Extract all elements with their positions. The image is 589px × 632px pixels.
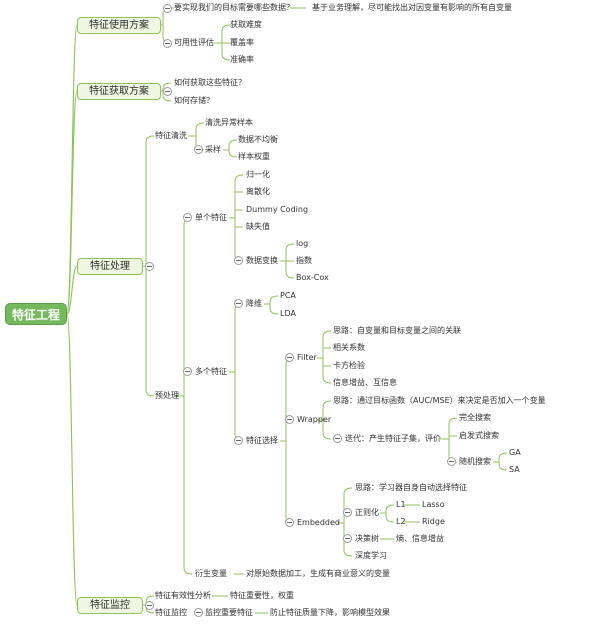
- node-random-item[interactable]: SA: [509, 465, 520, 474]
- node-availability-item[interactable]: 准确率: [230, 55, 254, 64]
- node-l2[interactable]: L2: [396, 517, 406, 526]
- branch-bracket: [216, 24, 231, 61]
- node-single-item[interactable]: 归一化: [246, 170, 270, 179]
- collapse-toggle-usage[interactable]: [163, 4, 172, 13]
- node-iteration-item[interactable]: 启发式搜索: [459, 431, 499, 440]
- node-validity-note[interactable]: 特征重要性，权重: [230, 591, 294, 600]
- collapse-toggle-monitoring[interactable]: [145, 601, 154, 610]
- branch-bracket: [280, 357, 295, 524]
- node-selection[interactable]: 特征选择: [246, 436, 278, 445]
- node-ridge[interactable]: Ridge: [422, 517, 445, 526]
- node-feature-monitoring[interactable]: 特征监控: [77, 597, 143, 614]
- node-single-item[interactable]: 离散化: [246, 187, 270, 196]
- collapse-toggle-availability[interactable]: [163, 39, 172, 48]
- node-reduction-item[interactable]: PCA: [280, 291, 296, 300]
- branch-bracket: [338, 487, 353, 557]
- node-feature-usage[interactable]: 特征使用方案: [77, 17, 161, 34]
- node-monitor[interactable]: 特征监控: [155, 608, 187, 617]
- collapse-toggle-regularization[interactable]: [343, 508, 352, 517]
- node-lasso[interactable]: Lasso: [422, 500, 445, 509]
- node-filter-item[interactable]: 信息增益、互信息: [333, 378, 397, 387]
- node-regularization[interactable]: 正则化: [355, 508, 379, 517]
- node-sampling-item[interactable]: 样本权重: [238, 152, 270, 161]
- node-transform-item[interactable]: log: [296, 239, 309, 248]
- node-reduction[interactable]: 降维: [246, 299, 262, 308]
- node-transform-item[interactable]: Box-Cox: [296, 273, 329, 282]
- node-acquisition-item[interactable]: 如何存储？: [174, 96, 214, 105]
- node-single-feature[interactable]: 单个特征: [195, 213, 227, 222]
- node-wrapper[interactable]: Wrapper: [297, 415, 332, 424]
- connector-line: [66, 90, 78, 315]
- node-transform-item[interactable]: 指数: [296, 256, 312, 265]
- branch-bracket: [280, 243, 295, 279]
- node-single-item[interactable]: Dummy Coding: [246, 205, 309, 214]
- node-monitor-item[interactable]: 监控重要特征: [205, 608, 253, 617]
- node-l1[interactable]: L1: [396, 500, 406, 509]
- collapse-toggle-single[interactable]: [183, 213, 192, 222]
- node-transform[interactable]: 数据变换: [246, 256, 278, 265]
- branch-bracket: [223, 139, 238, 158]
- collapse-toggle-random[interactable]: [447, 457, 456, 466]
- node-iteration[interactable]: 迭代：产生特征子集，评价: [345, 434, 441, 443]
- connector-line: [66, 265, 78, 315]
- node-filter-item[interactable]: 相关系数: [333, 343, 365, 352]
- node-availability-item[interactable]: 覆盖率: [230, 38, 254, 47]
- collapse-toggle-embedded[interactable]: [285, 518, 294, 527]
- node-sampling[interactable]: 采样: [205, 145, 221, 154]
- node-validity[interactable]: 特征有效性分析: [155, 591, 211, 600]
- node-wrapper-idea[interactable]: 思路：通过目标函数（AUC/MSE）来决定是否加入一个变量: [333, 396, 546, 405]
- collapse-toggle-reduction[interactable]: [234, 299, 243, 308]
- collapse-toggle-transform[interactable]: [234, 256, 243, 265]
- connector-line: [66, 313, 78, 606]
- node-random-search[interactable]: 随机搜索: [459, 457, 491, 466]
- branch-bracket: [229, 303, 244, 442]
- node-usage-question[interactable]: 要实现我们的目标需要哪些数据？: [174, 3, 294, 12]
- collapse-toggle-sampling[interactable]: [194, 145, 203, 154]
- collapse-toggle-acquisition[interactable]: [163, 87, 172, 96]
- node-filter[interactable]: Filter: [297, 353, 317, 362]
- node-availability[interactable]: 可用性评估: [174, 38, 214, 47]
- node-embedded-idea[interactable]: 思路：学习器自身自动选择特征: [355, 483, 467, 492]
- node-tree[interactable]: 决策树: [355, 534, 379, 543]
- node-availability-item[interactable]: 获取难度: [230, 20, 262, 29]
- collapse-toggle-filter[interactable]: [285, 353, 294, 362]
- branch-bracket: [380, 504, 395, 523]
- node-clean-outliers[interactable]: 清洗异常样本: [205, 118, 253, 127]
- node-deep-learning[interactable]: 深度学习: [355, 551, 387, 560]
- collapse-toggle-multi[interactable]: [183, 367, 192, 376]
- node-derived[interactable]: 衍生变量: [195, 569, 227, 578]
- branch-bracket: [264, 295, 279, 315]
- node-embedded[interactable]: Embedded: [297, 518, 341, 527]
- node-single-item[interactable]: 缺失值: [246, 222, 270, 231]
- collapse-toggle-iteration[interactable]: [333, 434, 342, 443]
- node-filter-item[interactable]: 卡方检验: [333, 361, 365, 370]
- node-multi-feature[interactable]: 多个特征: [195, 367, 227, 376]
- collapse-toggle-monitor[interactable]: [194, 608, 203, 617]
- collapse-toggle-selection[interactable]: [234, 436, 243, 445]
- branch-bracket: [443, 417, 458, 463]
- node-iteration-item[interactable]: 完全搜索: [459, 413, 491, 422]
- node-tree-note[interactable]: 熵、信息增益: [396, 534, 444, 543]
- collapse-toggle-wrapper[interactable]: [285, 415, 294, 424]
- node-usage-question-note[interactable]: 基于业务理解，尽可能找出对因变量有影响的所有自变量: [312, 3, 512, 12]
- node-reduction-item[interactable]: LDA: [280, 309, 296, 318]
- node-filter-item[interactable]: 思路：自变量和目标变量之间的关联: [333, 326, 461, 335]
- node-monitor-note[interactable]: 防止特征质量下降，影响模型效果: [270, 608, 390, 617]
- node-cleaning[interactable]: 特征清洗: [155, 131, 187, 140]
- connector-line: [66, 24, 78, 315]
- node-random-item[interactable]: GA: [509, 448, 521, 457]
- node-derived-note[interactable]: 对原始数据加工，生成有商业意义的变量: [246, 569, 390, 578]
- collapse-toggle-tree[interactable]: [343, 534, 352, 543]
- collapse-toggle-processing[interactable]: [145, 262, 154, 271]
- node-acquisition-item[interactable]: 如何获取这些特征？: [174, 78, 246, 87]
- node-feature-acquisition[interactable]: 特征获取方案: [77, 83, 161, 100]
- branch-bracket: [493, 452, 508, 471]
- node-preprocessing[interactable]: 预处理: [155, 391, 179, 400]
- branch-bracket: [229, 174, 244, 262]
- branch-bracket: [317, 330, 332, 384]
- node-feature-processing[interactable]: 特征处理: [77, 258, 143, 275]
- node-sampling-item[interactable]: 数据不均衡: [238, 135, 278, 144]
- root-node[interactable]: 特征工程: [5, 303, 67, 325]
- branch-bracket: [178, 217, 193, 575]
